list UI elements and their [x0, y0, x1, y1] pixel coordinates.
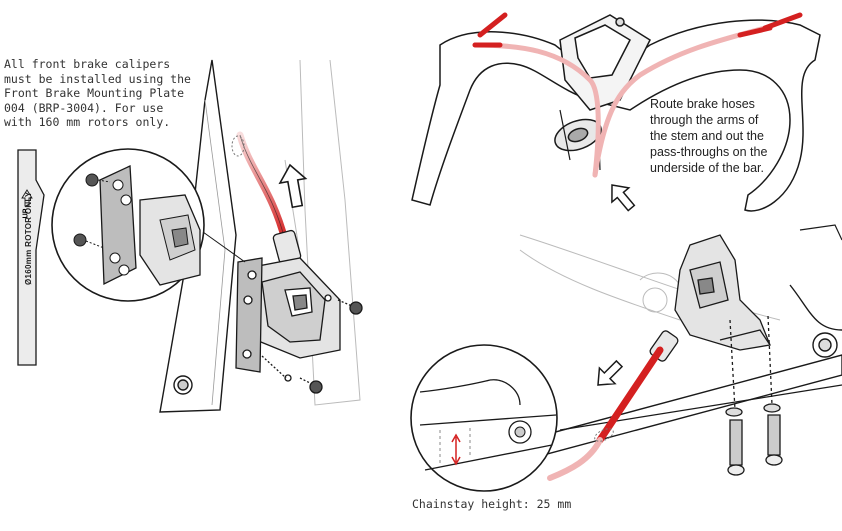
rear-brake-hose: [596, 346, 664, 444]
handlebar: [411, 14, 821, 212]
plate-up-label: UP: [22, 208, 30, 219]
caliper-rear: [649, 234, 783, 476]
hose-routing-note: Route brake hoses through the arms of th…: [650, 97, 768, 175]
front-brake-hose: [236, 131, 289, 244]
loupe-bolt-icon: [73, 173, 111, 249]
up-arrow-icon: [21, 189, 33, 207]
hose-entry-port: [231, 135, 245, 157]
caliper-bolt-icon: [261, 294, 363, 394]
chainstay-height-dimension-icon: [451, 433, 461, 466]
direction-arrow-up-icon: [611, 184, 636, 212]
plate-rotor-label: Ø160mm ROTOR ONLY: [24, 191, 33, 285]
handlebar-hoses: [472, 12, 803, 178]
mounting-plate-detail-loupe: [51, 148, 246, 302]
front-brake-mounting-plate: [17, 149, 45, 366]
chainstay-detail-loupe: [410, 344, 558, 492]
direction-arrow-up-icon: [278, 163, 308, 209]
direction-arrow-down-icon: [597, 359, 624, 386]
mounting-plate-note: All front brake calipers must be install…: [4, 57, 191, 129]
rear-caliper-bolt-icon: [725, 315, 783, 476]
chainstay-height-note: Chainstay height: 25 mm: [412, 497, 572, 511]
caliper-front: [235, 229, 363, 394]
